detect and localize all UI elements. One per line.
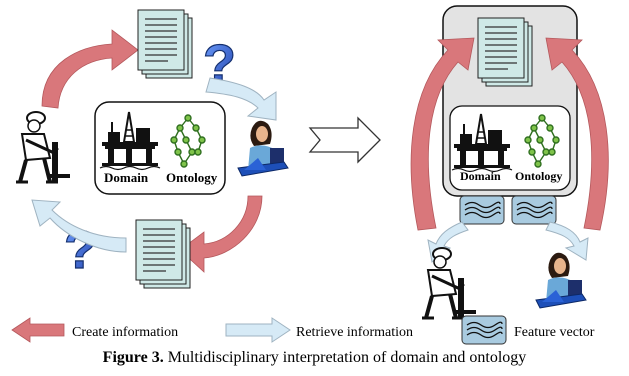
document-stack-bottom	[135, 219, 191, 289]
create-arrow-bottom-right	[179, 195, 263, 273]
feature-vector-icon-2	[511, 195, 557, 225]
retrieve-arrow-top-right	[205, 77, 277, 121]
create-arrow-right-left	[410, 37, 475, 231]
legend-feature-vector-icon	[461, 315, 507, 345]
ontology-label-right: Ontology	[515, 169, 562, 183]
domain-label-left: Domain	[104, 170, 149, 185]
woman-figure-right	[535, 252, 587, 309]
ontology-label-left: Ontology	[166, 170, 218, 185]
legend-retrieve-label: Retrieve information	[296, 325, 413, 340]
create-arrow-top-left	[41, 29, 139, 109]
caption-text: Multidisciplinary interpretation of doma…	[163, 349, 527, 366]
domain-ontology-panel-left: Domain Ontology	[94, 101, 226, 195]
legend-retrieve-arrow	[225, 317, 291, 343]
figure-caption: Figure 3. Multidisciplinary interpretati…	[0, 349, 629, 367]
document-stack-top	[137, 9, 193, 79]
caption-label: Figure 3.	[102, 349, 164, 366]
create-arrow-right-right	[545, 37, 609, 231]
document-stack-right	[477, 17, 533, 87]
domain-label-right: Domain	[460, 169, 501, 183]
retrieve-arrow-bottom-left	[31, 199, 127, 253]
legend-create-arrow	[11, 317, 65, 343]
legend-feature-label: Feature vector	[514, 325, 595, 340]
legend-create-label: Create information	[72, 325, 178, 340]
legend: Create information Retrieve information …	[11, 315, 595, 345]
feature-vector-icon-1	[459, 195, 505, 225]
woman-figure-left	[237, 120, 289, 177]
transition-arrow	[308, 116, 381, 164]
retrieve-arrow-right-2	[545, 221, 589, 261]
worker-figure-left	[14, 110, 72, 184]
retrieval-system-box: Domain Ontology	[442, 5, 578, 197]
worker-figure-right	[420, 246, 478, 320]
